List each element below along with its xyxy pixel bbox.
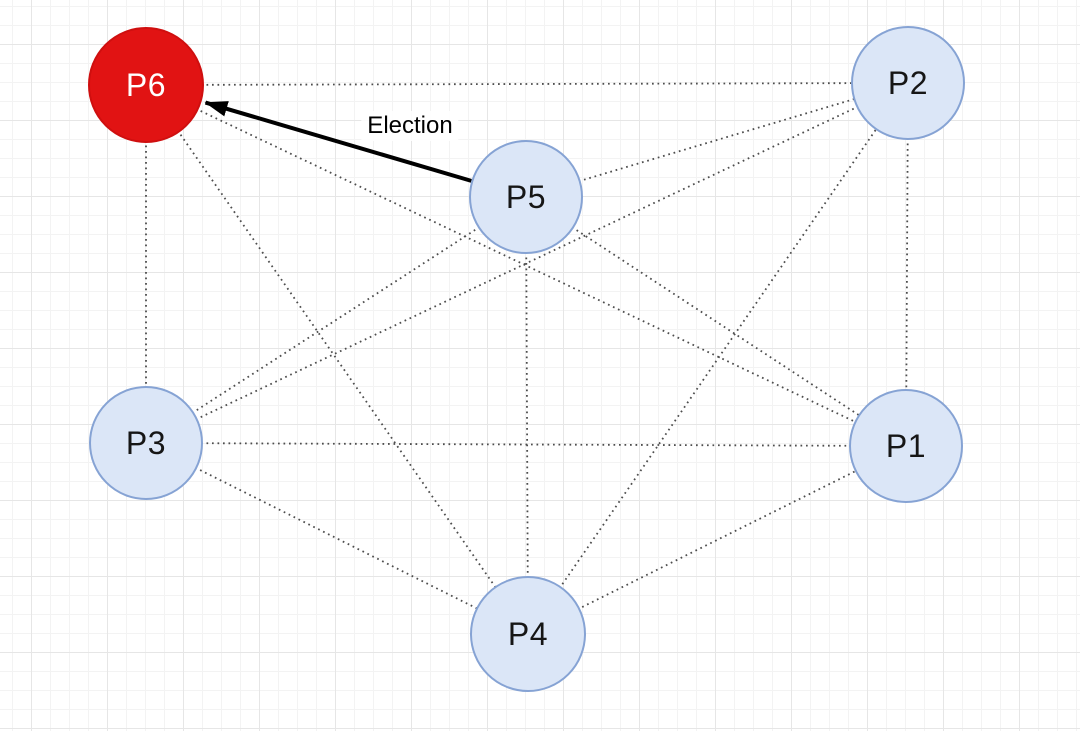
node-P2[interactable]: P2 <box>851 26 965 140</box>
edge-P3-P4 <box>145 442 529 635</box>
edge-P5-P2 <box>525 82 909 198</box>
edge-P6-P4 <box>145 84 529 635</box>
node-label-P1: P1 <box>885 428 927 464</box>
node-P4[interactable]: P4 <box>470 576 586 692</box>
node-label-P2: P2 <box>887 65 929 101</box>
edge-P2-P1 <box>905 82 909 447</box>
node-P5[interactable]: P5 <box>469 140 583 254</box>
node-P3[interactable]: P3 <box>89 386 203 500</box>
node-label-P6: P6 <box>125 67 167 103</box>
dotted-edges-group <box>145 82 909 635</box>
edge-P5-P4 <box>525 196 529 635</box>
edge-P6-P2 <box>145 82 909 86</box>
edge-P5-P1 <box>525 196 907 447</box>
node-P6[interactable]: P6 <box>88 27 204 143</box>
edge-P3-P1 <box>145 442 907 447</box>
node-P1[interactable]: P1 <box>849 389 963 503</box>
edge-P5-P3 <box>145 196 527 444</box>
election-arrow <box>204 100 472 183</box>
election-label: Election <box>361 111 459 141</box>
node-label-P3: P3 <box>125 425 167 461</box>
node-label-P4: P4 <box>507 616 549 652</box>
edge-P4-P1 <box>527 445 907 635</box>
edge-P4-P2 <box>527 82 909 635</box>
node-label-P5: P5 <box>505 179 547 215</box>
